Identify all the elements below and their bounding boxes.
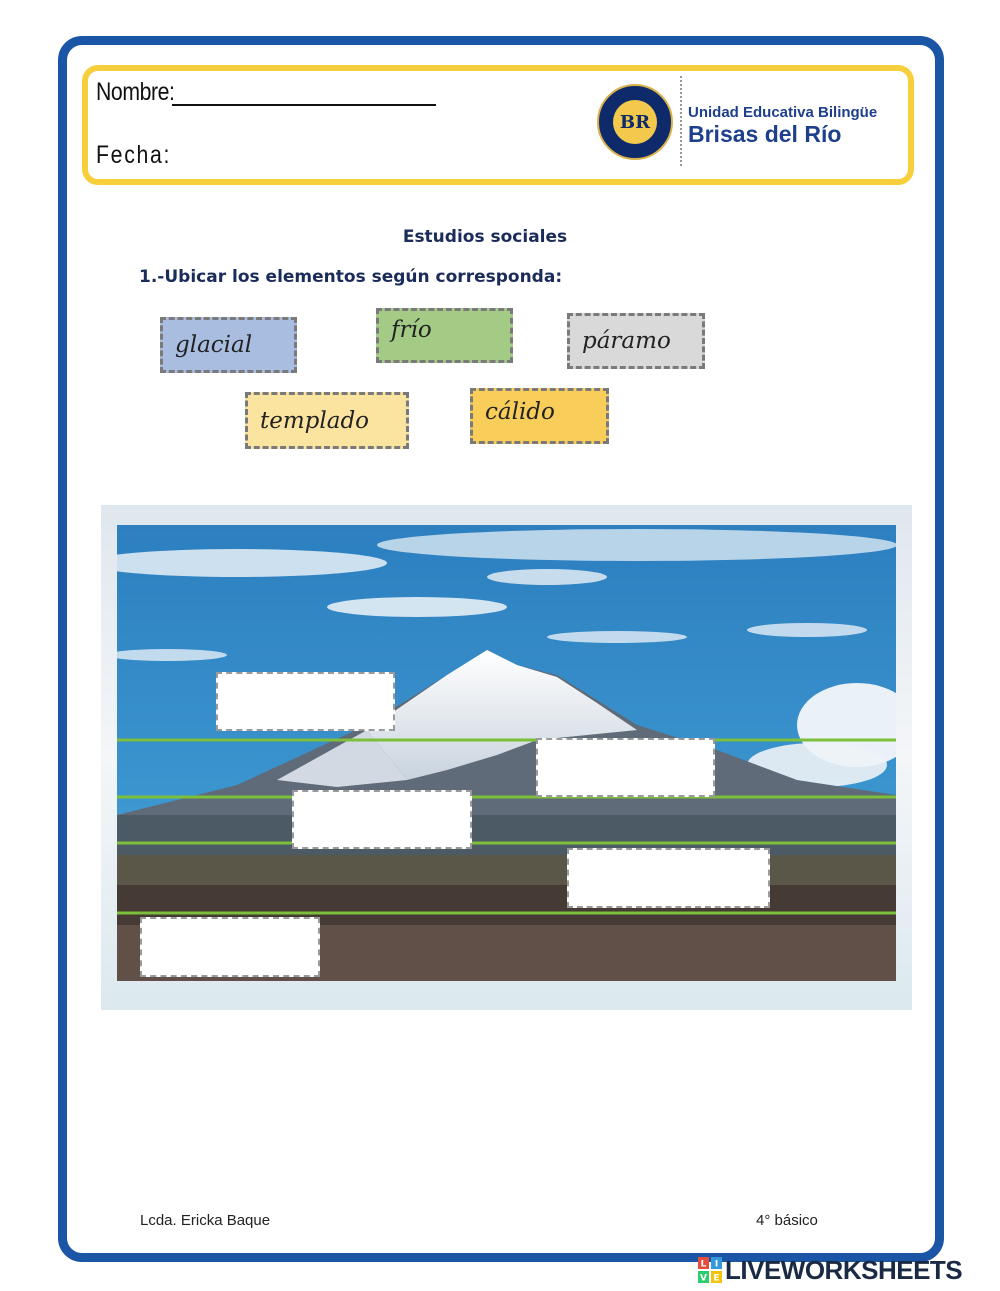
- seal-initials: BR: [613, 100, 657, 144]
- word-frio[interactable]: frío: [376, 308, 513, 363]
- liveworksheets-brand[interactable]: L I V E LIVEWORKSHEETS: [698, 1254, 963, 1285]
- word-paramo[interactable]: páramo: [567, 313, 705, 369]
- word-glacial[interactable]: glacial: [160, 317, 297, 373]
- mountain-illustration: [117, 525, 896, 981]
- drop-zone-1[interactable]: [216, 672, 395, 731]
- instruction-text: 1.-Ubicar los elementos según correspond…: [139, 267, 563, 287]
- logo-letter: E: [713, 1274, 719, 1284]
- grade-label: 4° básico: [756, 1212, 818, 1229]
- logo-divider: [680, 76, 682, 166]
- logo-letter: V: [700, 1274, 707, 1284]
- brand-name: LIVEWORKSHEETS: [725, 1254, 963, 1285]
- teacher-name: Lcda. Ericka Baque: [140, 1212, 271, 1229]
- logo-letter: I: [715, 1260, 718, 1270]
- name-line: [172, 104, 436, 106]
- drop-zone-5[interactable]: [140, 917, 320, 977]
- school-name-line2: Brisas del Río: [688, 121, 842, 147]
- header-box: [82, 65, 914, 185]
- name-label: Nombre:: [96, 78, 175, 106]
- mountain-photo: [117, 525, 896, 981]
- school-seal-icon: BR: [597, 84, 673, 160]
- school-name-line1: Unidad Educativa Bilingüe: [688, 104, 878, 121]
- word-calido[interactable]: cálido: [470, 388, 609, 444]
- drop-zone-4[interactable]: [567, 848, 770, 908]
- drop-zone-2[interactable]: [536, 738, 715, 797]
- logo-letter: L: [701, 1260, 707, 1270]
- date-label: Fecha:: [96, 141, 172, 169]
- liveworksheets-logo-icon: L I V E: [698, 1257, 722, 1283]
- word-templado[interactable]: templado: [245, 392, 409, 449]
- subject-title: Estudios sociales: [402, 227, 568, 247]
- drop-zone-3[interactable]: [292, 790, 472, 849]
